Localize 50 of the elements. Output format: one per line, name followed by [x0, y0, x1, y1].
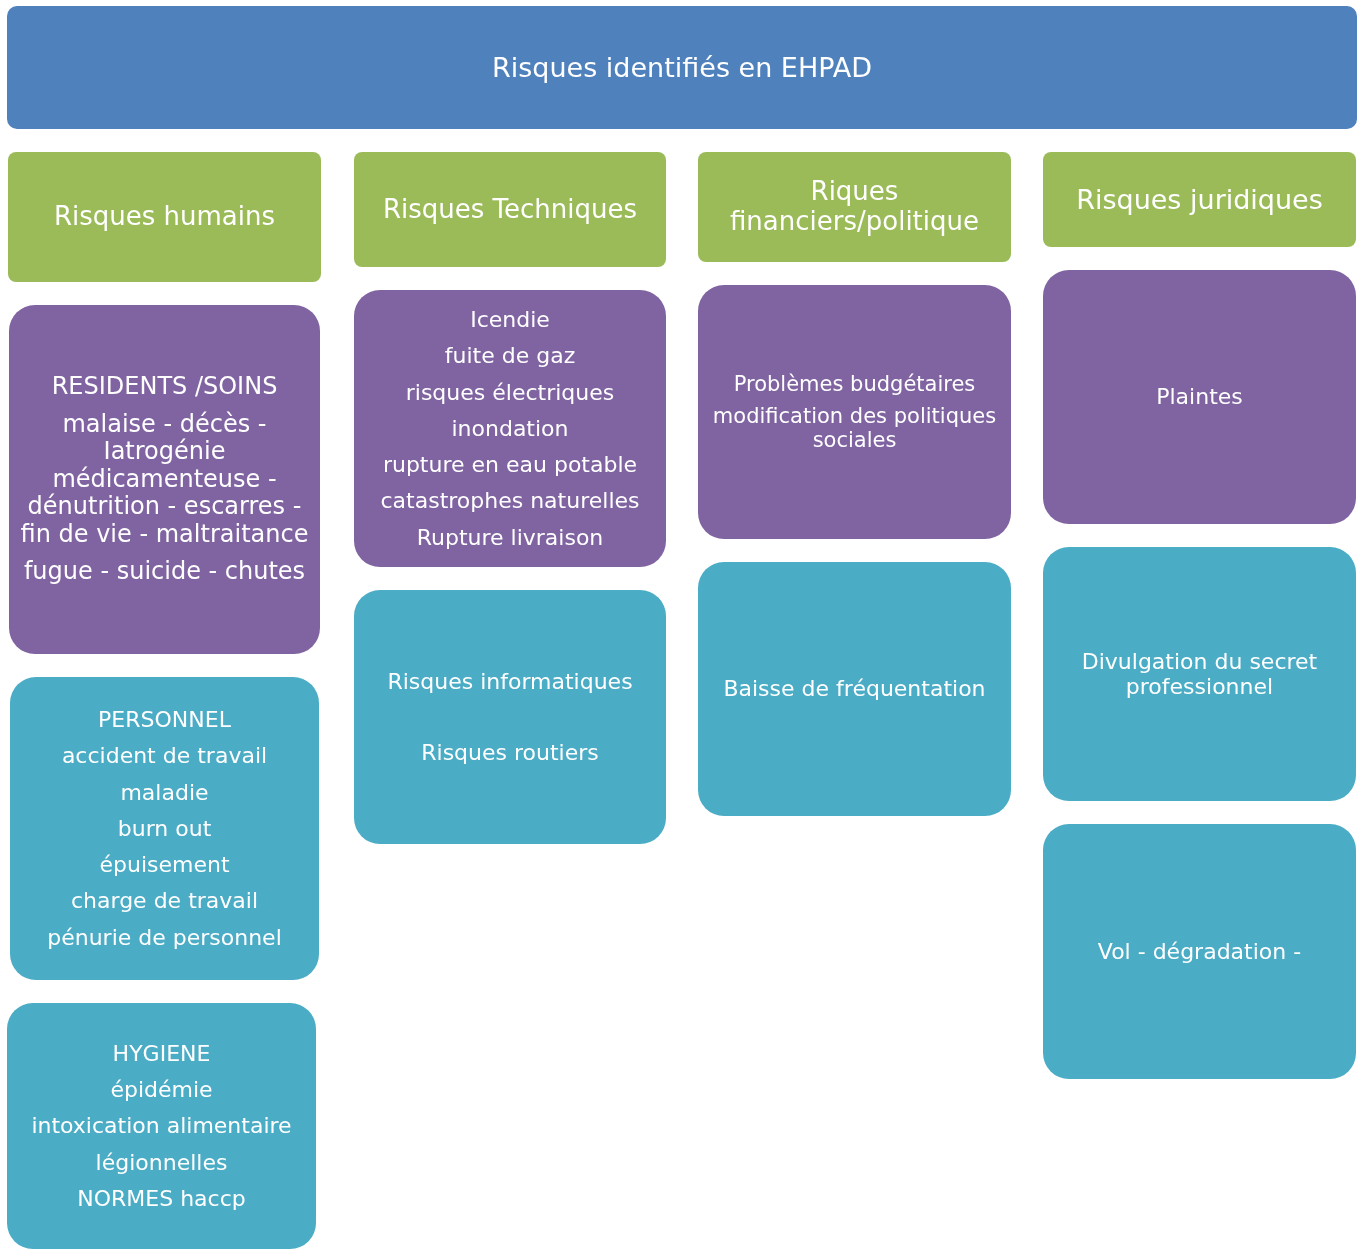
title-banner — [7, 6, 1357, 129]
risk-text: épidémie — [110, 1077, 213, 1103]
risk-text: épuisement — [99, 852, 230, 878]
risk-text: Problèmes budgétaires — [733, 371, 976, 396]
risk-card — [7, 1003, 316, 1249]
category-title: Riques financiers/politique — [729, 177, 980, 237]
category-title: Risques humains — [53, 202, 276, 232]
risk-text: PERSONNEL — [98, 706, 231, 733]
risk-card — [354, 290, 666, 567]
risk-text: burn out — [117, 815, 212, 842]
risk-text: malaise - décès - Iatrogénie médicamenteuse - dénutrition - escarres - fin de vie - maltraitance — [19, 410, 310, 549]
risk-text: Vol - dégradation - — [1097, 938, 1302, 965]
risk-text: pénurie de personnel — [47, 924, 282, 951]
risk-text: fuite de gaz — [444, 343, 576, 369]
risk-text: intoxication alimentaire — [31, 1113, 292, 1139]
risk-text: Rupture livraison — [416, 524, 604, 551]
category-header — [354, 152, 666, 267]
risk-text: légionnelles — [95, 1149, 228, 1175]
risk-text: Icendie — [470, 306, 550, 333]
risk-card — [10, 677, 319, 980]
category-header — [698, 152, 1011, 262]
risk-text: Plaintes — [1156, 384, 1243, 410]
risk-card — [698, 285, 1011, 539]
risk-text: catastrophes naturelles — [380, 488, 640, 514]
risk-text: Divulgation du secret professionnel — [1080, 648, 1319, 700]
risk-text: rupture en eau potable — [382, 452, 638, 478]
risk-card — [698, 562, 1011, 816]
risk-text: RESIDENTS /SOINS — [51, 372, 278, 401]
risk-text: Baisse de fréquentation — [723, 676, 986, 702]
risk-text: risques électriques — [405, 379, 615, 405]
risk-card — [354, 590, 666, 844]
risk-card — [1043, 824, 1356, 1079]
risk-text: inondation — [451, 415, 569, 442]
category-header — [1043, 152, 1356, 247]
risk-text: modification des politiques sociales — [711, 403, 998, 453]
risk-text: Risques routiers — [421, 739, 599, 765]
risk-text: maladie — [120, 779, 209, 805]
risk-card — [1043, 270, 1356, 524]
risk-text: charge de travail — [70, 888, 258, 914]
risk-text: fugue - suicide - chutes — [23, 558, 306, 587]
category-title: Risques Techniques — [382, 194, 638, 225]
risk-text: accident de travail — [61, 743, 268, 769]
risk-text: Risques informatiques — [387, 669, 633, 695]
risk-card — [9, 305, 320, 654]
banner-label: Risques identifiés en EHPAD — [491, 51, 872, 83]
risk-text: NORMES haccp — [77, 1185, 246, 1212]
risk-text: HYGIENE — [112, 1040, 211, 1067]
category-header — [8, 152, 321, 282]
risk-card — [1043, 547, 1356, 801]
category-title: Risques juridiques — [1076, 183, 1323, 215]
